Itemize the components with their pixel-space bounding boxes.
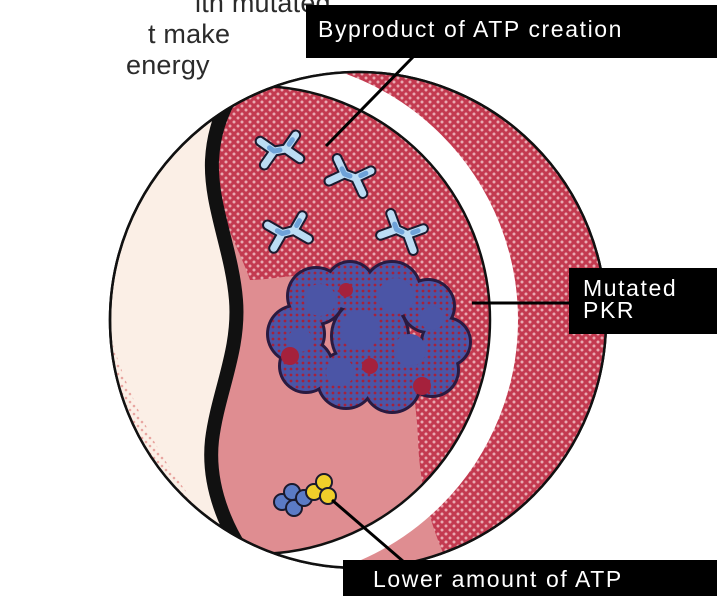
lower-atp-label-text: Lower amount of ATP [373, 566, 623, 592]
intro-text: ith mutated t make energy [0, 0, 230, 81]
mutated-pkr-protein [266, 260, 472, 414]
intro-line: ith mutated [195, 0, 230, 19]
mutated-pkr-label: Mutated PKR [569, 268, 717, 334]
intro-line: energy [126, 50, 230, 81]
byproduct-label: Byproduct of ATP creation [306, 5, 717, 58]
mutated-pkr-label-line1: Mutated [583, 277, 717, 299]
intro-line: t make [148, 19, 230, 50]
byproduct-label-text: Byproduct of ATP creation [318, 16, 623, 42]
lower-atp-label: Lower amount of ATP [343, 560, 717, 596]
mutated-pkr-label-line2: PKR [583, 299, 717, 321]
